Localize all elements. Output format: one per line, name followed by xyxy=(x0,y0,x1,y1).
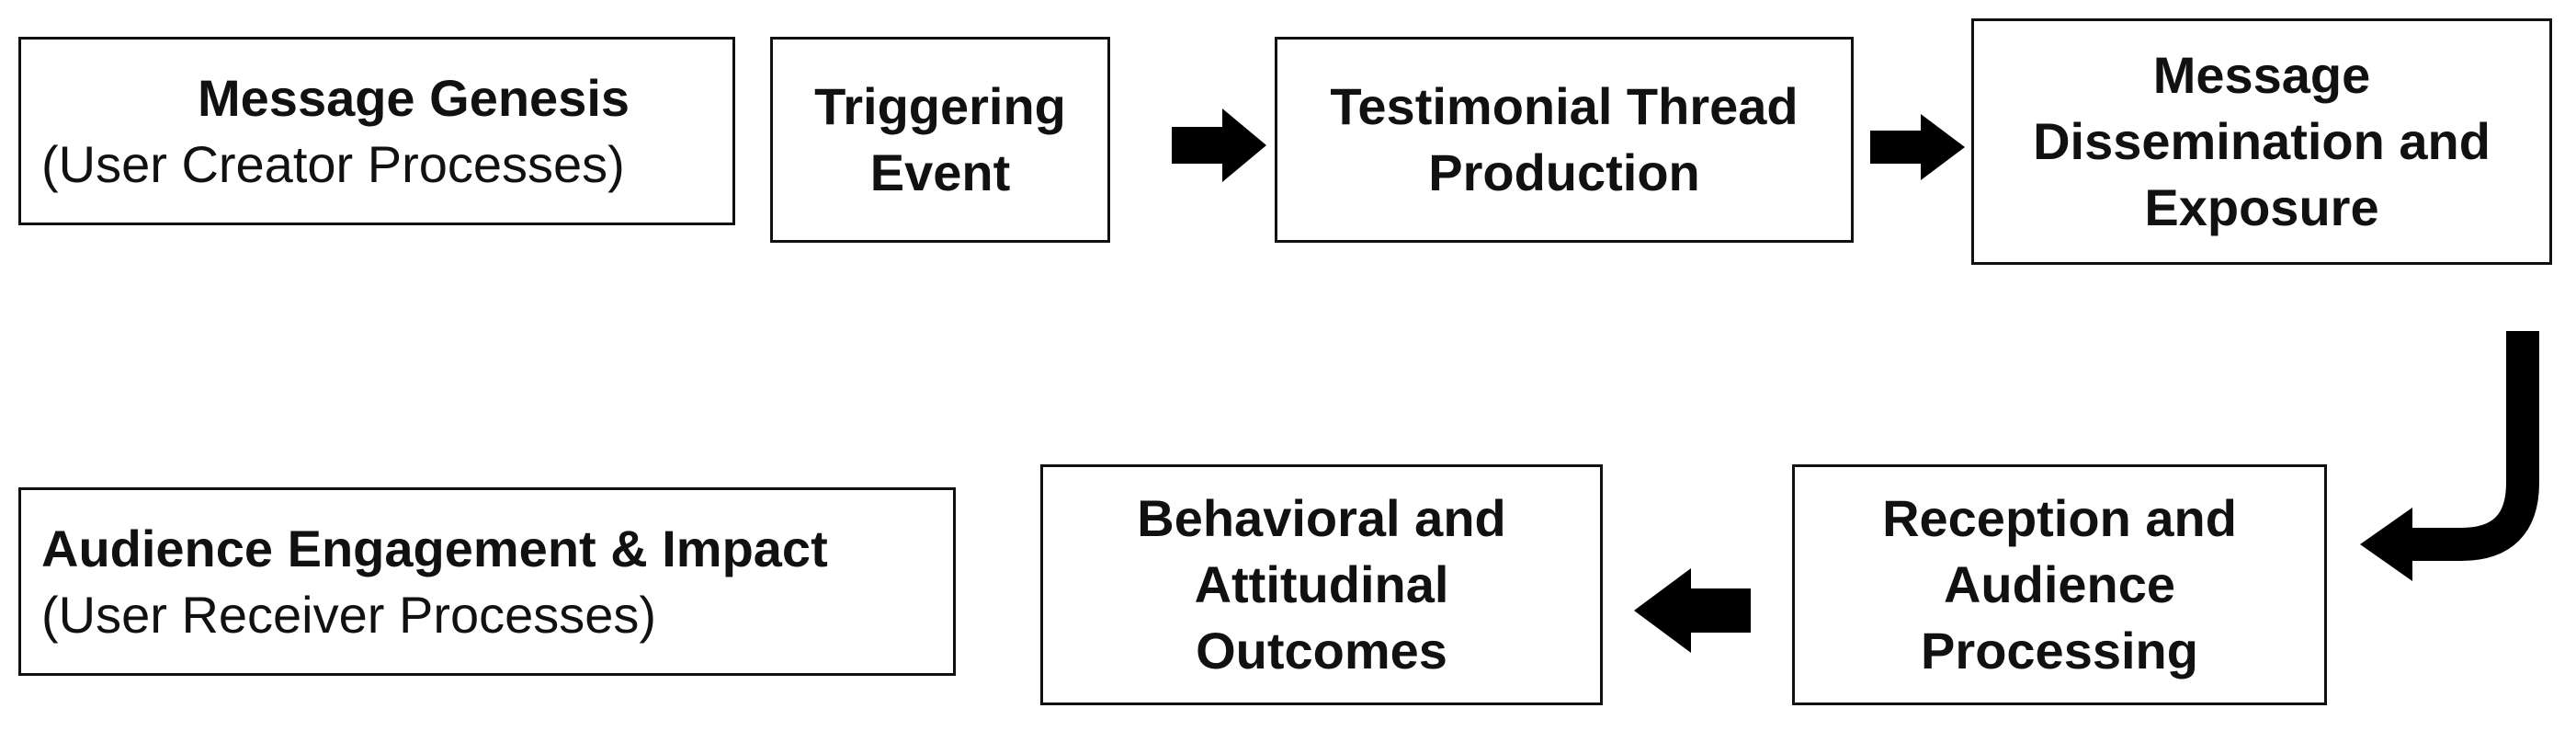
arrow-curved-head xyxy=(2360,508,2412,581)
dissemination-line-2: Dissemination and xyxy=(2033,112,2491,171)
outcomes-line-3: Outcomes xyxy=(1196,621,1447,680)
testimonial-thread-box: Testimonial Thread Production xyxy=(1275,37,1854,243)
triggering-event-line-1: Triggering xyxy=(814,77,1066,136)
testimonial-thread-line-2: Production xyxy=(1428,143,1700,201)
reception-line-2: Audience xyxy=(1943,555,2176,614)
dissemination-box: Message Dissemination and Exposure xyxy=(1971,18,2552,265)
reception-line-3: Processing xyxy=(1921,621,2198,680)
triggering-event-line-2: Event xyxy=(869,143,1011,201)
audience-engagement-subtitle: (User Receiver Processes) xyxy=(41,585,657,644)
message-genesis-subtitle: (User Creator Processes) xyxy=(41,134,625,193)
arrow-right-1 xyxy=(1172,109,1266,182)
arrow-left-1 xyxy=(1634,568,1751,653)
reception-line-1: Reception and xyxy=(1882,489,2237,548)
arrow-curved-down-left xyxy=(2408,331,2539,561)
arrow-right-2 xyxy=(1870,114,1965,180)
outcomes-line-1: Behavioral and xyxy=(1137,489,1506,548)
audience-engagement-title: Audience Engagement & Impact xyxy=(41,519,828,577)
message-genesis-title: Message Genesis xyxy=(198,68,630,127)
testimonial-thread-line-1: Testimonial Thread xyxy=(1330,77,1799,136)
dissemination-line-3: Exposure xyxy=(2144,177,2379,236)
message-genesis-box: Message Genesis (User Creator Processes) xyxy=(18,37,735,225)
outcomes-line-2: Attitudinal xyxy=(1194,555,1449,614)
outcomes-box: Behavioral and Attitudinal Outcomes xyxy=(1040,464,1603,705)
dissemination-line-1: Message xyxy=(2152,46,2371,105)
triggering-event-box: Triggering Event xyxy=(770,37,1110,243)
reception-box: Reception and Audience Processing xyxy=(1792,464,2327,705)
audience-engagement-box: Audience Engagement & Impact (User Recei… xyxy=(18,487,956,676)
